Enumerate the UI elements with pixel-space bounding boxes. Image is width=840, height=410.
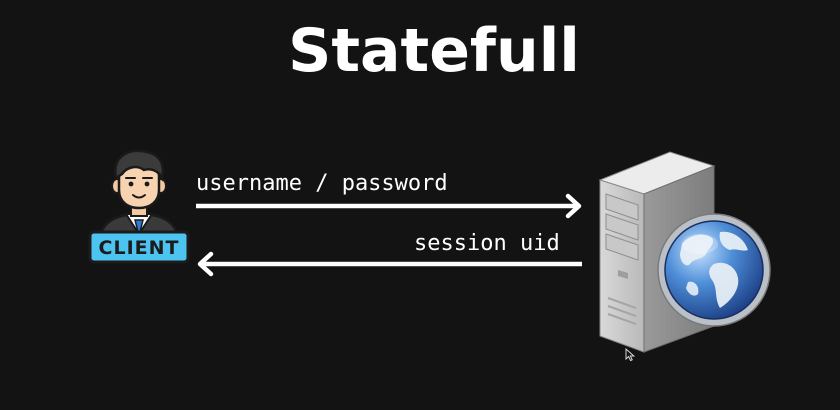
mouse-pointer-icon [625,348,635,362]
response-arrow-label: session uid [414,231,560,256]
response-arrow-left-icon [197,251,582,277]
client-badge-label: CLIENT [99,237,180,259]
request-arrow-label: username / password [196,171,448,196]
client-icon: CLIENT [88,149,190,264]
slide-title: Statefull [288,16,580,86]
web-server-globe-icon [598,151,771,353]
request-arrow-right-icon [196,193,582,219]
